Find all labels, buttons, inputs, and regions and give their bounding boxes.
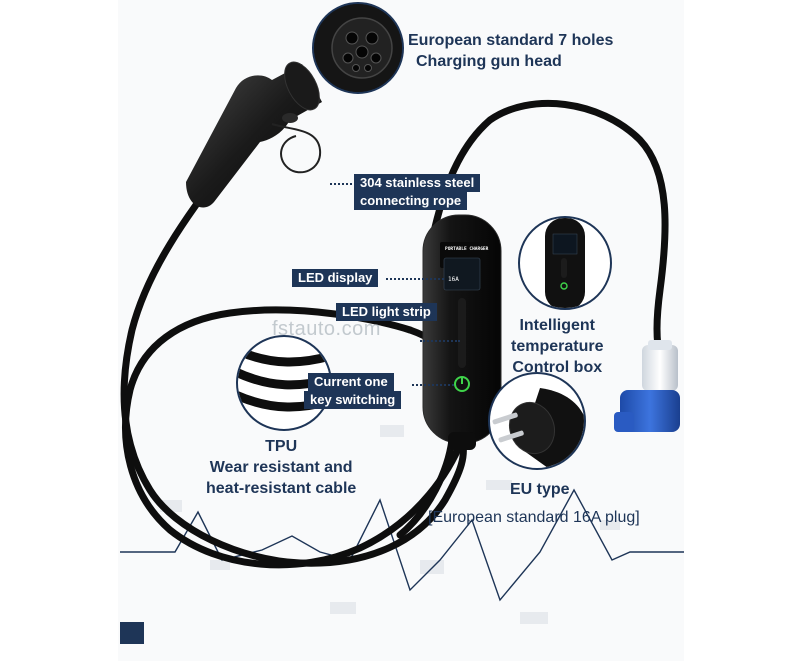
callout-cable-line2: Wear resistant and — [209, 459, 353, 476]
callout-cable-line3: heat-resistant cable — [206, 480, 357, 497]
control-box — [422, 214, 502, 450]
callout-eu-type: EU type — [510, 481, 570, 498]
device-current-value: 16A — [448, 276, 459, 283]
blue-plug — [614, 340, 680, 432]
callout-switch-line2: key switching — [304, 391, 402, 409]
switch-leader-line — [412, 384, 454, 386]
led-light-strip — [458, 298, 466, 368]
zoom-eu-plug — [488, 372, 586, 470]
led-display-leader-line — [386, 278, 444, 280]
cable — [120, 100, 669, 569]
callout-eu-standard: [European standard 16A plug] — [428, 509, 640, 526]
callout-switch-line1: Current one — [308, 373, 394, 391]
zoom-control-box — [518, 216, 612, 310]
background-corner-block — [120, 622, 144, 644]
charging-gun — [186, 61, 322, 208]
callout-led-display: LED display — [292, 269, 379, 287]
callout-cable: TPU Wear resistant and heat-resistant ca… — [206, 436, 356, 499]
zoom-gun-head — [312, 2, 404, 94]
led-strip-leader-line — [420, 340, 460, 342]
callout-cable-line1: TPU — [265, 438, 298, 455]
callout-temperature: Intelligent temperature Control box — [511, 315, 603, 378]
callout-temperature-line1: Intelligent — [519, 317, 596, 334]
callout-gun-head-line1: European standard 7 holes — [408, 32, 614, 49]
callout-gun-head-line2: Charging gun head — [416, 53, 562, 70]
power-button — [454, 376, 470, 392]
watermark: fstauto.com — [272, 318, 381, 340]
device-brand-label: PORTABLE CHARGER — [445, 247, 489, 252]
rope-leader-line — [330, 183, 352, 185]
callout-rope-line1: 304 stainless steel — [354, 174, 481, 192]
callout-gun-head: European standard 7 holes Charging gun h… — [408, 30, 613, 72]
callout-rope-line2: connecting rope — [354, 192, 468, 210]
callout-led-strip: LED light strip — [336, 303, 437, 321]
lcd-screen — [443, 257, 481, 291]
callout-temperature-line3: Control box — [512, 359, 603, 376]
callout-temperature-line2: temperature — [511, 338, 604, 355]
